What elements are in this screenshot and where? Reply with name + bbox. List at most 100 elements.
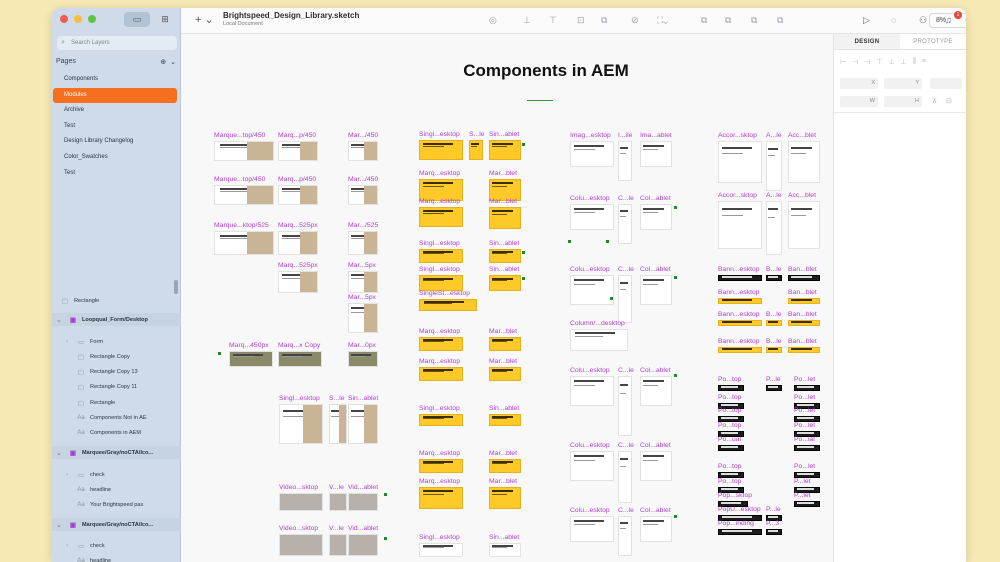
layer-item[interactable]: ›▭Form bbox=[62, 335, 103, 348]
artboard-label[interactable]: Marque...top/450 bbox=[214, 132, 266, 139]
chevron-down-icon[interactable]: ⌄ bbox=[56, 521, 62, 529]
tab-prototype[interactable]: PROTOTYPE bbox=[913, 39, 953, 45]
distribute-icon[interactable]: ⊤ bbox=[549, 15, 557, 25]
artboard[interactable] bbox=[618, 376, 632, 436]
artboard-label[interactable]: Bann...esktop bbox=[718, 266, 760, 273]
artboard[interactable] bbox=[279, 534, 323, 556]
artboard-label[interactable]: B...le bbox=[766, 338, 782, 345]
artboard[interactable] bbox=[489, 275, 521, 291]
zoom-select[interactable]: 8% ⌄ bbox=[929, 13, 966, 28]
scale-icon[interactable]: ⧉ bbox=[601, 15, 608, 25]
zoom-window-button[interactable] bbox=[88, 15, 96, 23]
artboard-label[interactable]: Po...let bbox=[794, 376, 816, 383]
artboard-label[interactable]: Acc...blet bbox=[788, 132, 816, 139]
artboard-label[interactable]: Ima...ablet bbox=[640, 132, 672, 139]
chevron-right-icon[interactable]: › bbox=[65, 542, 69, 549]
artboard[interactable] bbox=[788, 298, 820, 304]
artboard[interactable] bbox=[278, 271, 318, 293]
artboard-label[interactable]: I...ile bbox=[618, 132, 633, 139]
artboard[interactable] bbox=[618, 451, 632, 503]
artboard[interactable] bbox=[794, 431, 820, 437]
artboard[interactable] bbox=[278, 351, 322, 367]
artboard-label[interactable]: Col...ablet bbox=[640, 367, 671, 374]
artboard[interactable] bbox=[618, 275, 632, 323]
artboard[interactable] bbox=[570, 275, 614, 305]
artboard[interactable] bbox=[489, 249, 521, 263]
artboard-label[interactable]: Imag...esktop bbox=[570, 132, 611, 139]
artboard-label[interactable]: Mar...blet bbox=[489, 328, 517, 335]
artboard-label[interactable]: Bann...esktop bbox=[718, 338, 760, 345]
artboard[interactable] bbox=[766, 141, 782, 191]
artboard[interactable] bbox=[640, 141, 672, 167]
artboard-label[interactable]: Singl...esktop bbox=[419, 405, 460, 412]
artboard-label[interactable]: P...le bbox=[766, 376, 781, 383]
artboard[interactable] bbox=[419, 207, 463, 227]
artboard-label[interactable]: Marq...x Copy bbox=[278, 342, 321, 349]
layer-group[interactable]: ⌄▣Loopqual_Form/Desktop bbox=[52, 313, 181, 326]
page-item[interactable]: Design Library Changelog bbox=[64, 138, 134, 145]
artboard-label[interactable]: Mar.../450 bbox=[348, 132, 379, 139]
layer-item[interactable]: ›▭check bbox=[62, 539, 105, 552]
artboard-label[interactable]: C...le bbox=[618, 195, 634, 202]
artboard-label[interactable]: Colu...esktop bbox=[570, 367, 610, 374]
close-window-button[interactable] bbox=[60, 15, 68, 23]
artboard-label[interactable]: S...le bbox=[329, 395, 345, 402]
artboard-label[interactable]: S...le bbox=[469, 131, 485, 138]
artboard-label[interactable]: Sin...ablet bbox=[489, 405, 520, 412]
artboard-label[interactable]: P...let bbox=[794, 492, 811, 499]
artboard[interactable] bbox=[419, 337, 463, 351]
subtract-icon[interactable]: ⧉ bbox=[725, 15, 732, 25]
page-item[interactable]: Test bbox=[64, 122, 76, 129]
artboard[interactable] bbox=[489, 459, 521, 473]
artboard[interactable] bbox=[618, 516, 632, 556]
artboard-label[interactable]: Po...top bbox=[718, 478, 742, 485]
artboard[interactable] bbox=[640, 275, 672, 305]
notification-bell-icon[interactable]: ♫ bbox=[945, 15, 952, 25]
align-right-icon[interactable]: ⊣ bbox=[864, 59, 871, 66]
intersect-icon[interactable]: ⧉ bbox=[751, 15, 758, 25]
artboard[interactable] bbox=[214, 231, 274, 255]
align-middle-icon[interactable]: ⊥ bbox=[888, 59, 895, 66]
artboard[interactable] bbox=[718, 141, 762, 183]
artboard[interactable] bbox=[489, 207, 521, 229]
artboard-label[interactable]: B...le bbox=[766, 266, 782, 273]
lock-ratio-icon[interactable]: ⊼ bbox=[932, 98, 938, 105]
artboard-label[interactable]: B...le bbox=[766, 311, 782, 318]
artboard-label[interactable]: Po...let bbox=[794, 463, 816, 470]
artboard-label[interactable]: Mar.../525 bbox=[348, 222, 379, 229]
distribute-h-icon[interactable]: ⫼ bbox=[912, 58, 916, 65]
artboard[interactable] bbox=[279, 493, 323, 511]
artboard[interactable] bbox=[489, 367, 521, 381]
artboard[interactable] bbox=[348, 231, 378, 255]
artboard[interactable] bbox=[718, 347, 762, 353]
artboard[interactable] bbox=[348, 534, 378, 556]
artboard[interactable] bbox=[278, 185, 318, 205]
mask-icon[interactable]: ⊡ bbox=[577, 15, 585, 25]
artboard[interactable] bbox=[718, 501, 748, 507]
artboard-label[interactable]: Po...top bbox=[718, 422, 742, 429]
rotation-field[interactable] bbox=[930, 78, 962, 89]
artboard-label[interactable]: Col...ablet bbox=[640, 442, 671, 449]
artboard-label[interactable]: Ban...blet bbox=[788, 311, 817, 318]
artboard-label[interactable]: Column/...desktop bbox=[570, 320, 625, 327]
page-item[interactable]: Archive bbox=[64, 107, 85, 114]
artboard[interactable] bbox=[279, 404, 323, 444]
artboard[interactable] bbox=[794, 403, 820, 409]
artboard-label[interactable]: SingleSt...esktop bbox=[419, 290, 471, 297]
artboard[interactable] bbox=[788, 275, 820, 281]
artboard[interactable] bbox=[640, 204, 672, 230]
artboard[interactable] bbox=[570, 141, 614, 167]
artboard[interactable] bbox=[419, 299, 477, 311]
artboard[interactable] bbox=[570, 451, 614, 481]
artboard-label[interactable]: A...le bbox=[766, 192, 782, 199]
artboard-label[interactable]: Video...sktop bbox=[279, 525, 319, 532]
artboard[interactable] bbox=[640, 376, 672, 406]
artboard-label[interactable]: Mar...0px bbox=[348, 342, 376, 349]
artboard[interactable] bbox=[718, 201, 762, 249]
artboard-label[interactable]: Marq...p/450 bbox=[278, 132, 317, 139]
artboard-label[interactable]: Po...top bbox=[718, 376, 742, 383]
artboard-label[interactable]: Ban...blet bbox=[788, 338, 817, 345]
artboard-label[interactable]: Po...top bbox=[718, 463, 742, 470]
artboard[interactable] bbox=[278, 231, 318, 255]
